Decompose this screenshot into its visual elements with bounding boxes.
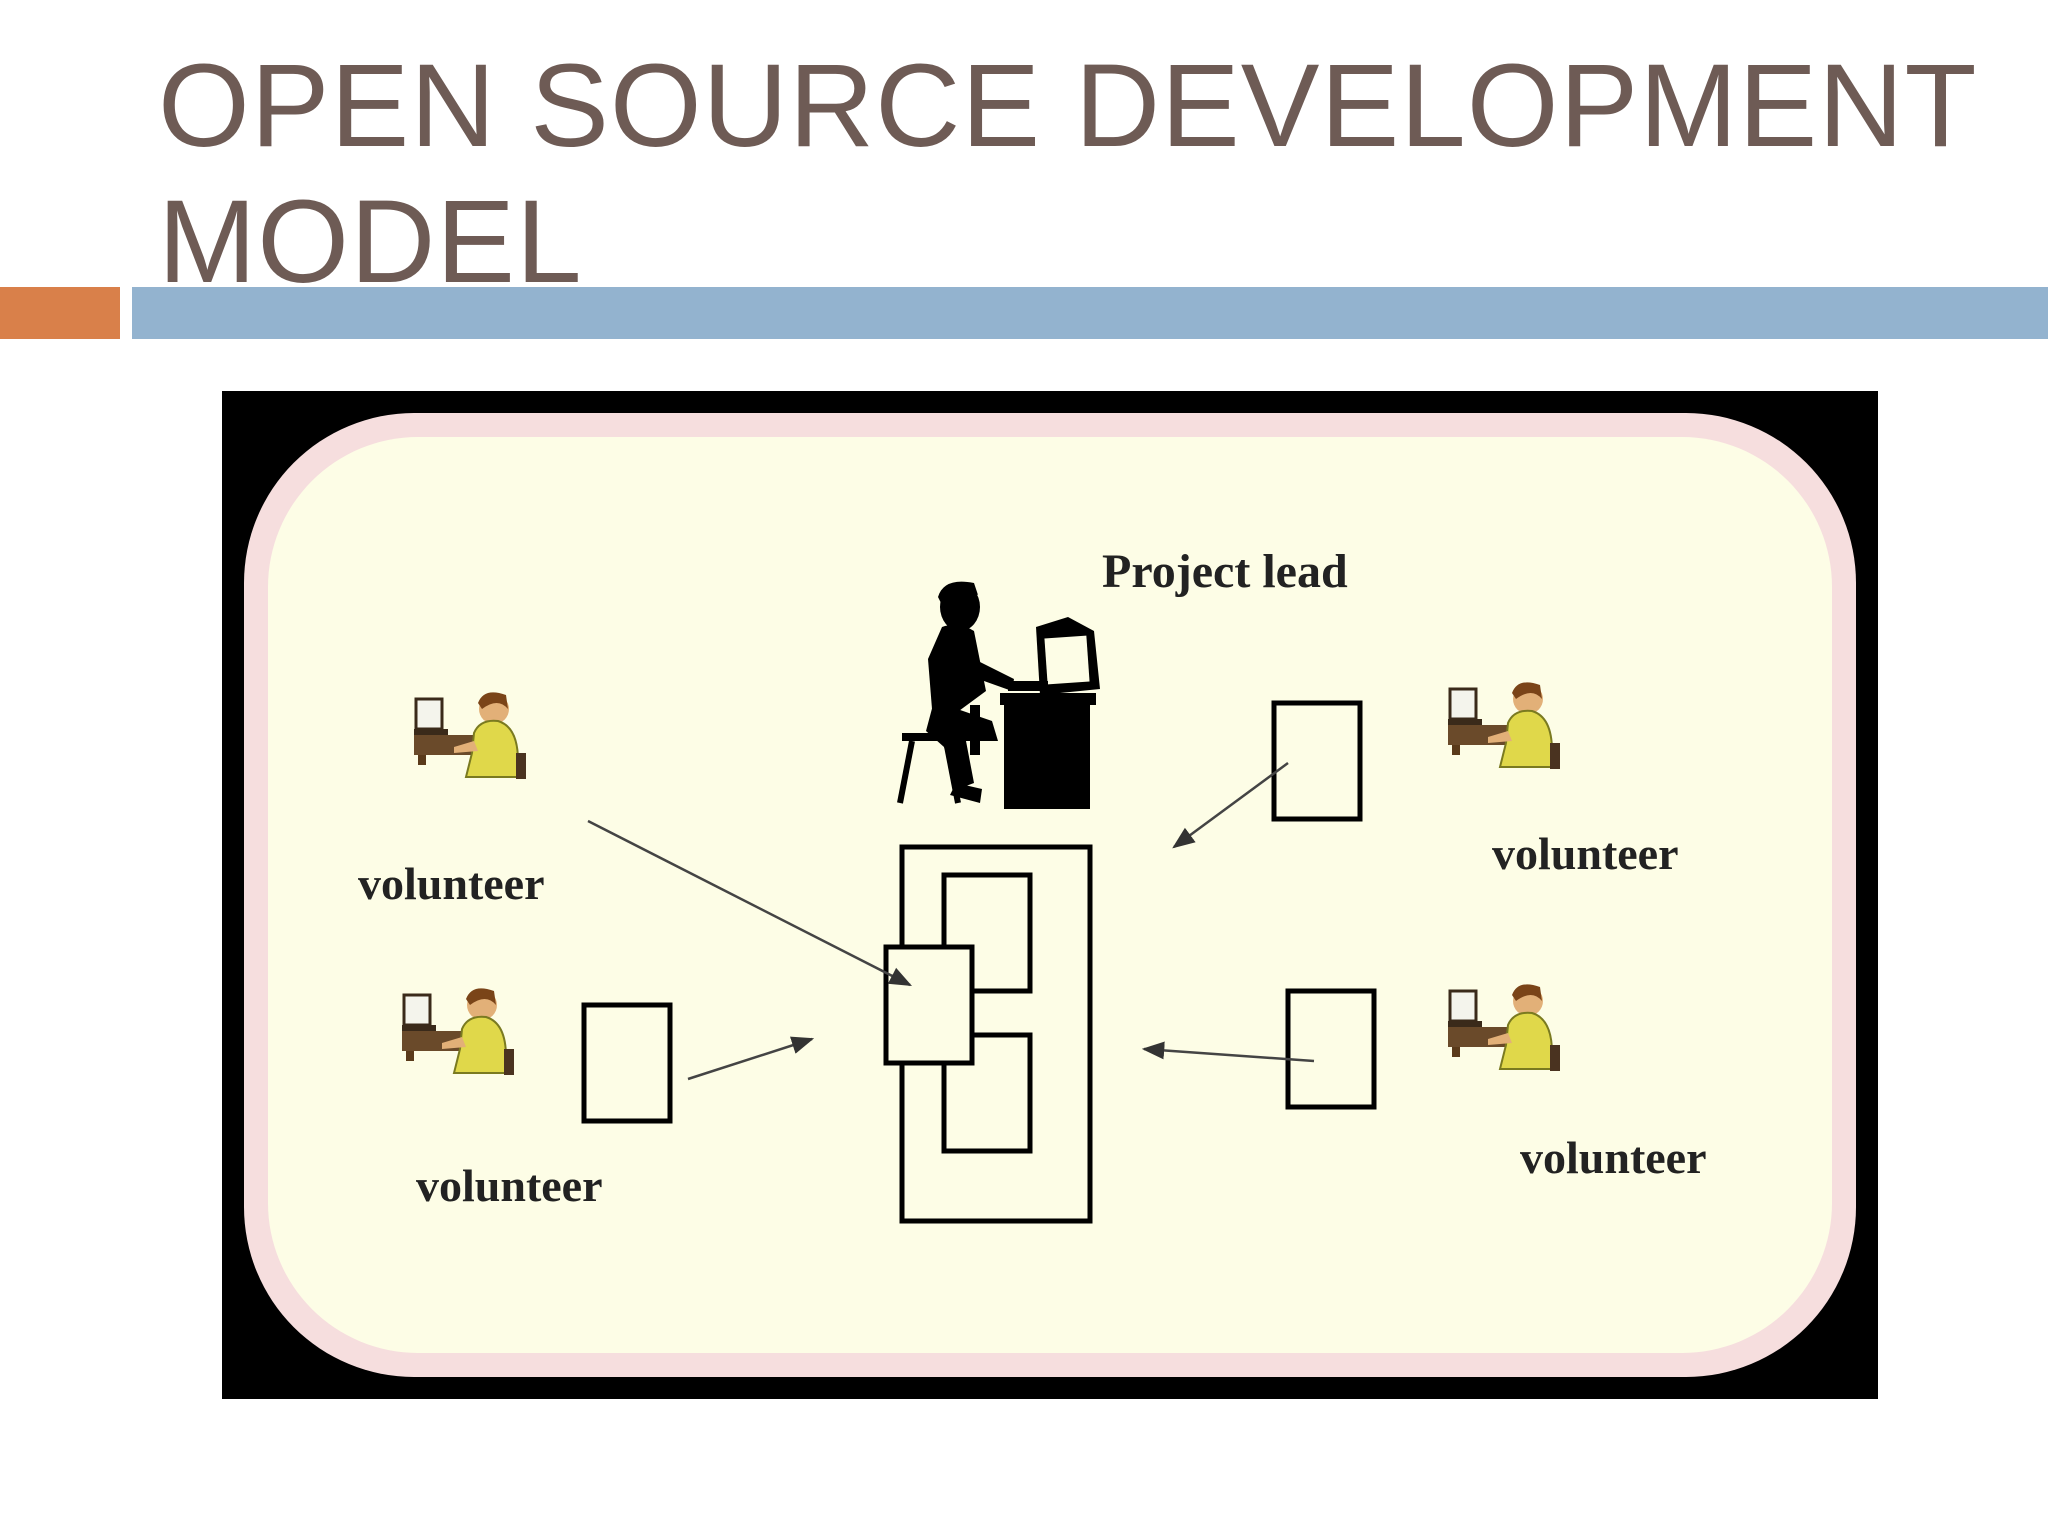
arrow-bottom-right-document bbox=[1141, 1041, 1315, 1063]
arrow-top-right-document bbox=[1172, 761, 1289, 849]
project-lead-label: Project lead bbox=[1102, 545, 1348, 598]
slide-title: OPEN SOURCE DEVELOPMENT MODEL bbox=[158, 40, 1976, 308]
volunteer-label-bottom-right: volunteer bbox=[1520, 1132, 1707, 1183]
document-icon-bottom-left bbox=[581, 1002, 673, 1124]
document-icon-top-right bbox=[1271, 700, 1363, 822]
diagram-panel bbox=[268, 437, 1832, 1353]
arrow-top-left-volunteer bbox=[587, 819, 913, 987]
document-icon-bottom-right bbox=[1285, 988, 1377, 1110]
volunteer-label-bottom-left: volunteer bbox=[416, 1160, 603, 1211]
diagram-canvas: Project lead bbox=[222, 391, 1878, 1399]
volunteer-label-top-right: volunteer bbox=[1492, 828, 1679, 879]
person-at-computer-silhouette-icon bbox=[897, 581, 1100, 809]
open-source-model-diagram: Project lead bbox=[222, 391, 1878, 1399]
volunteer-label-top-left: volunteer bbox=[358, 858, 545, 909]
repository-icon bbox=[883, 844, 1093, 1224]
title-accent-orange-bar bbox=[0, 287, 120, 339]
arrow-bottom-left-document bbox=[687, 1036, 815, 1081]
title-accent-blue-bar bbox=[132, 287, 2048, 339]
